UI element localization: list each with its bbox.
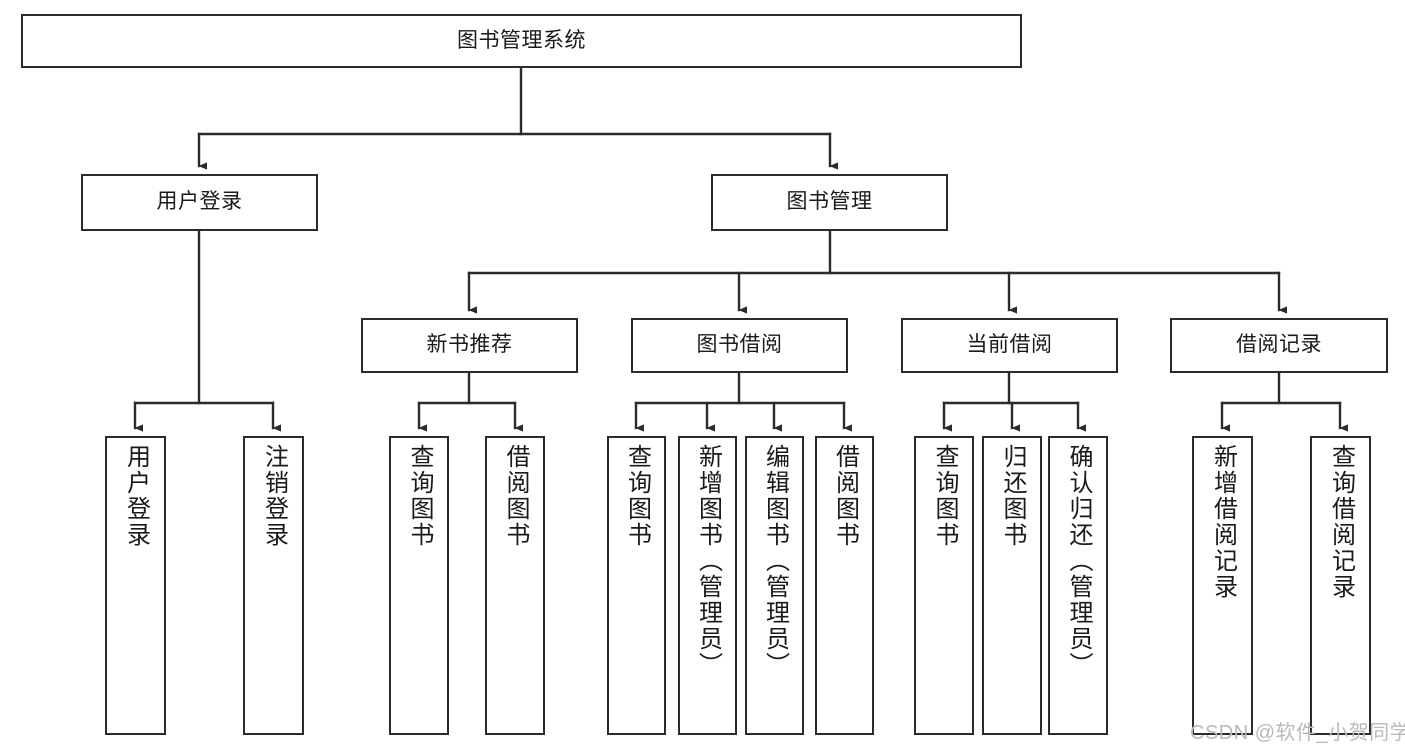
- node-leaf-user-login[interactable]: 用户登录: [105, 436, 166, 735]
- node-user-login[interactable]: 用户登录: [81, 174, 318, 231]
- node-leaf-add-record[interactable]: 新增借阅记录: [1192, 436, 1253, 735]
- node-leaf-query-record-label: 查询借阅记录: [1327, 444, 1355, 600]
- node-leaf-query-book-2[interactable]: 查询图书: [607, 436, 666, 735]
- node-leaf-query-book-3[interactable]: 查询图书: [914, 436, 974, 735]
- node-book-borrow[interactable]: 图书借阅: [631, 318, 848, 373]
- node-leaf-borrow-book-2-label: 借阅图书: [831, 444, 859, 548]
- node-leaf-query-record[interactable]: 查询借阅记录: [1310, 436, 1371, 735]
- node-leaf-add-record-label: 新增借阅记录: [1209, 444, 1237, 600]
- node-book-borrow-label: 图书借阅: [696, 333, 783, 357]
- node-leaf-return-book[interactable]: 归还图书: [982, 436, 1042, 735]
- node-current-borrow-label: 当前借阅: [966, 333, 1053, 357]
- node-leaf-edit-book-label: 编辑图书（管理员）: [761, 444, 789, 678]
- node-leaf-query-book-3-label: 查询图书: [931, 444, 958, 548]
- node-leaf-confirm-return[interactable]: 确认归还（管理员）: [1048, 436, 1108, 735]
- node-borrow-record[interactable]: 借阅记录: [1170, 318, 1388, 373]
- node-leaf-logout-label: 注销登录: [260, 444, 288, 548]
- node-leaf-query-book-1[interactable]: 查询图书: [389, 436, 449, 735]
- node-user-login-label: 用户登录: [156, 190, 243, 214]
- node-new-book-recommend-label: 新书推荐: [426, 333, 513, 357]
- node-leaf-borrow-book-1-label: 借阅图书: [502, 444, 529, 548]
- node-leaf-borrow-book-1[interactable]: 借阅图书: [485, 436, 545, 735]
- node-root[interactable]: 图书管理系统: [21, 14, 1022, 68]
- node-leaf-edit-book[interactable]: 编辑图书（管理员）: [745, 436, 804, 735]
- node-leaf-add-book-label: 新增图书（管理员）: [694, 444, 722, 678]
- node-leaf-add-book[interactable]: 新增图书（管理员）: [678, 436, 737, 735]
- node-new-book-recommend[interactable]: 新书推荐: [361, 318, 578, 373]
- node-leaf-confirm-return-label: 确认归还（管理员）: [1065, 444, 1092, 678]
- node-leaf-return-book-label: 归还图书: [999, 444, 1026, 548]
- node-leaf-query-book-2-label: 查询图书: [623, 444, 651, 548]
- node-leaf-logout[interactable]: 注销登录: [243, 436, 304, 735]
- node-leaf-borrow-book-2[interactable]: 借阅图书: [815, 436, 874, 735]
- node-leaf-query-book-1-label: 查询图书: [406, 444, 433, 548]
- node-book-management-label: 图书管理: [786, 190, 873, 214]
- node-leaf-user-login-label: 用户登录: [122, 444, 150, 548]
- node-borrow-record-label: 借阅记录: [1236, 333, 1322, 357]
- node-book-management[interactable]: 图书管理: [711, 174, 948, 231]
- node-current-borrow[interactable]: 当前借阅: [901, 318, 1118, 373]
- node-root-label: 图书管理系统: [457, 28, 586, 52]
